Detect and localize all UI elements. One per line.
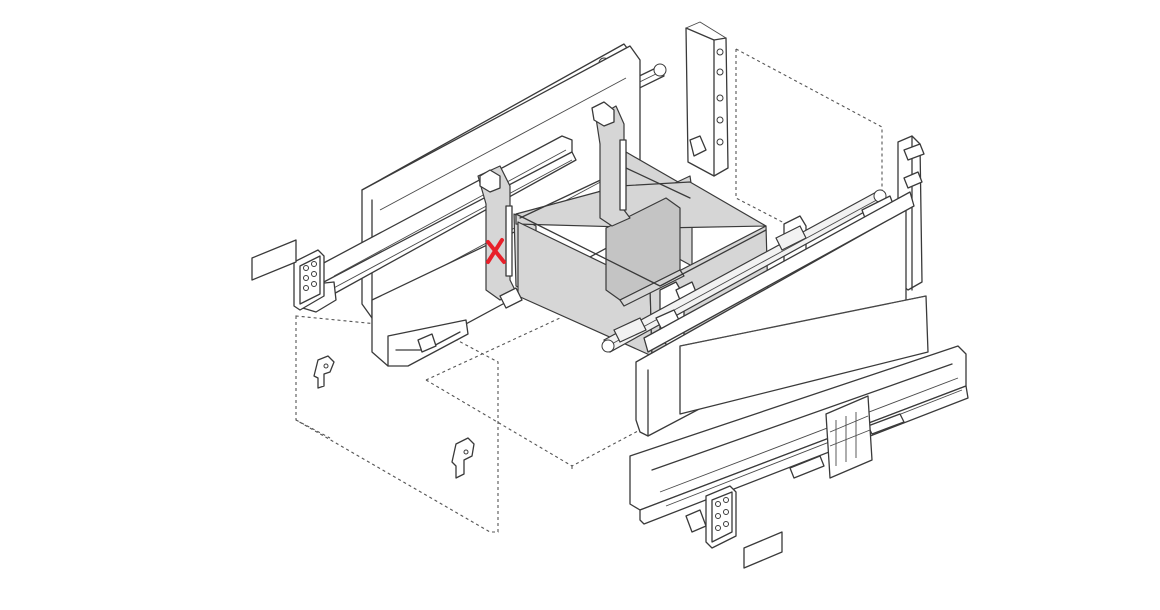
cabinet-side-panel-dashed [295, 315, 499, 533]
cabinet-back-panel-dashed [735, 48, 883, 238]
hanging-hooks [313, 355, 475, 479]
drawer-bottom-dashed [425, 317, 801, 470]
red-x-marker [486, 238, 506, 264]
back-vertical-bracket [685, 21, 729, 177]
right-drawer-side [635, 191, 929, 437]
left-front-fixing-bracket [293, 249, 325, 311]
right-front-fixing-bracket [705, 485, 737, 549]
